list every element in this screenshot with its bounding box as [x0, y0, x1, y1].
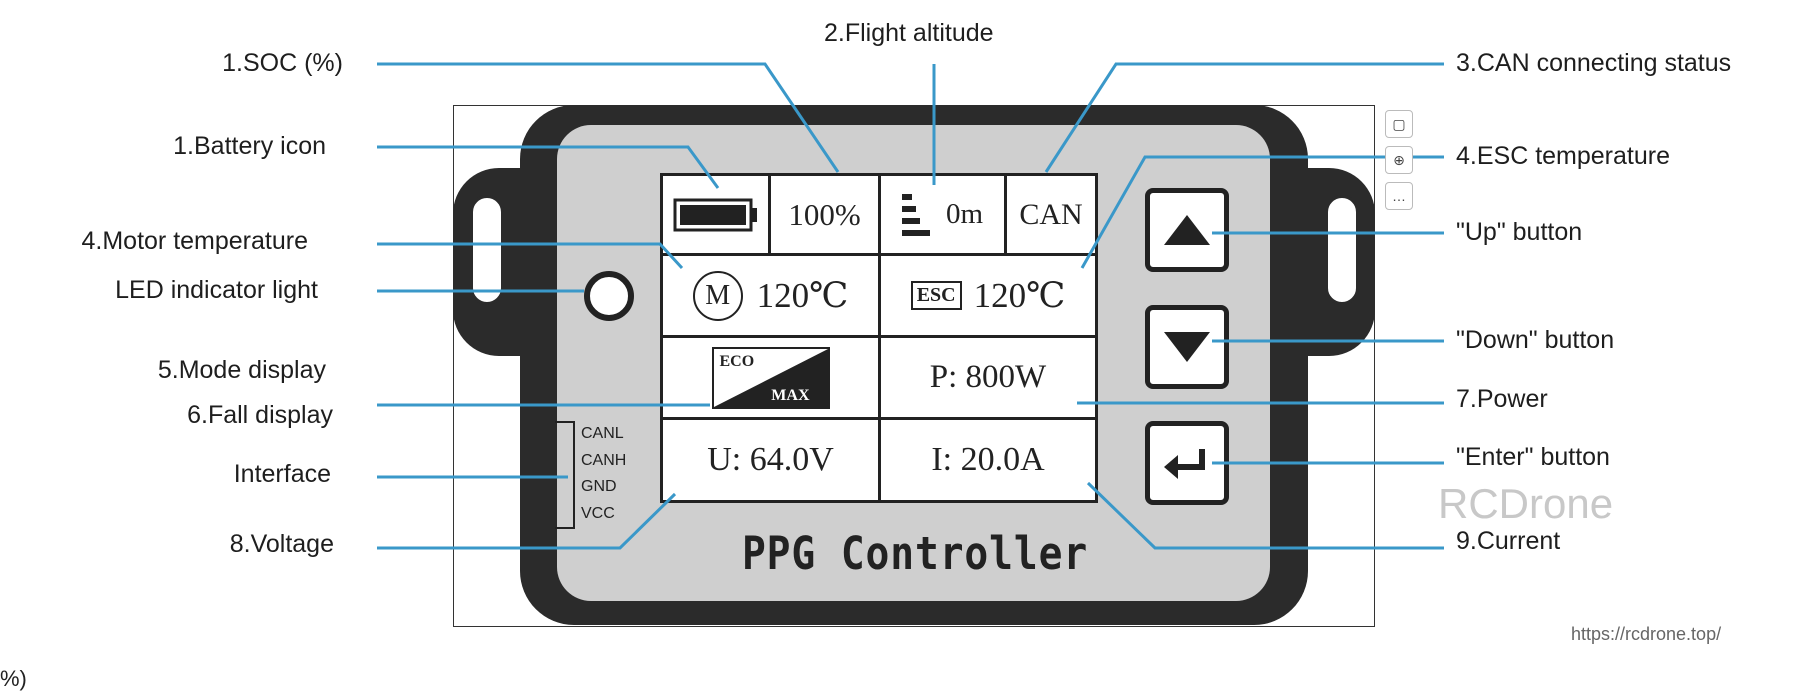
soc-value: 100%: [788, 196, 861, 232]
altitude-value: 0m: [945, 198, 984, 230]
label-interface: Interface: [233, 460, 331, 488]
interface-bracket: [555, 421, 575, 529]
lcd-screen: 100% 0m CAN M 120℃ ESC 120℃ ECO MAX P: 8…: [660, 173, 1098, 503]
line-can: [1044, 62, 1444, 173]
esc-icon: ESC: [910, 281, 962, 310]
label-led: LED indicator light: [115, 276, 318, 304]
esc-temp-value: 120℃: [973, 275, 1066, 315]
motor-temp-value: 120℃: [756, 275, 849, 315]
up-button[interactable]: [1145, 188, 1229, 272]
line-soc: [377, 62, 840, 173]
mounting-slot-left: [470, 195, 504, 305]
label-down-button: "Down" button: [1456, 326, 1615, 354]
line-esc: [1080, 155, 1444, 269]
voltage-cell: U: 64.0V: [663, 420, 881, 500]
corner-text-fragment: %): [0, 666, 27, 691]
label-power: 7.Power: [1456, 385, 1548, 413]
image-icon[interactable]: ▢: [1385, 110, 1413, 138]
label-altitude: 2.Flight altitude: [824, 19, 994, 47]
label-fall: 6.Fall display: [187, 401, 333, 429]
triangle-down-icon: [1164, 332, 1210, 362]
label-mode: 5.Mode display: [157, 356, 326, 384]
motor-icon: M: [692, 270, 743, 321]
battery-cell: [663, 176, 771, 256]
triangle-up-icon: [1164, 215, 1210, 245]
down-button[interactable]: [1145, 305, 1229, 389]
mode-diagonal-shape: [713, 348, 828, 407]
pin-canl: CANL: [581, 425, 624, 442]
line-battery: [377, 145, 720, 189]
mode-cell: ECO MAX: [663, 338, 881, 420]
label-current: 9.Current: [1456, 527, 1561, 555]
mounting-slot-right: [1325, 195, 1359, 305]
line-voltage: [377, 492, 677, 550]
interface-pins: CANL CANH GND VCC: [581, 421, 626, 527]
can-status-text: CAN: [1019, 197, 1083, 231]
label-can-status: 3.CAN connecting status: [1456, 49, 1732, 77]
zoom-in-icon[interactable]: ⊕: [1385, 146, 1413, 174]
power-cell: P: 800W: [881, 338, 1095, 420]
esc-temp-cell: ESC 120℃: [881, 256, 1095, 338]
label-enter-button: "Enter" button: [1456, 443, 1610, 471]
altitude-bars-icon: [901, 193, 930, 236]
label-battery-icon: 1.Battery icon: [173, 132, 326, 160]
watermark: RCDrone: [1438, 480, 1614, 527]
battery-icon: [673, 198, 757, 231]
line-current: [1086, 481, 1444, 550]
label-soc: 1.SOC (%): [222, 49, 343, 77]
pin-vcc: VCC: [581, 504, 615, 522]
voltage-value: U: 64.0V: [707, 441, 834, 478]
label-esc-temperature: 4.ESC temperature: [1456, 142, 1670, 170]
device-title: PPG Controller: [741, 527, 1089, 580]
line-motor-temp: [377, 242, 684, 270]
more-icon[interactable]: …: [1385, 182, 1413, 210]
altitude-cell: 0m: [881, 176, 1007, 256]
led-indicator: [584, 271, 634, 321]
source-url: https://rcdrone.top/: [1571, 624, 1722, 644]
current-cell: I: 20.0A: [881, 420, 1095, 500]
pin-gnd: GND: [581, 478, 617, 495]
current-value: I: 20.0A: [931, 441, 1045, 478]
motor-temp-cell: M 120℃: [663, 256, 881, 338]
enter-arrow-icon: [1164, 449, 1205, 479]
can-cell: CAN: [1007, 176, 1095, 256]
label-voltage: 8.Voltage: [229, 530, 334, 558]
label-up-button: "Up" button: [1456, 218, 1583, 246]
soc-cell: 100%: [771, 176, 881, 256]
pin-canh: CANH: [581, 451, 627, 469]
mode-fall-icon: ECO MAX: [711, 346, 830, 409]
power-value: P: 800W: [929, 359, 1047, 395]
label-motor-temperature: 4.Motor temperature: [81, 227, 309, 255]
mode-eco-text: ECO: [719, 352, 755, 370]
mode-max-text: MAX: [771, 386, 810, 404]
